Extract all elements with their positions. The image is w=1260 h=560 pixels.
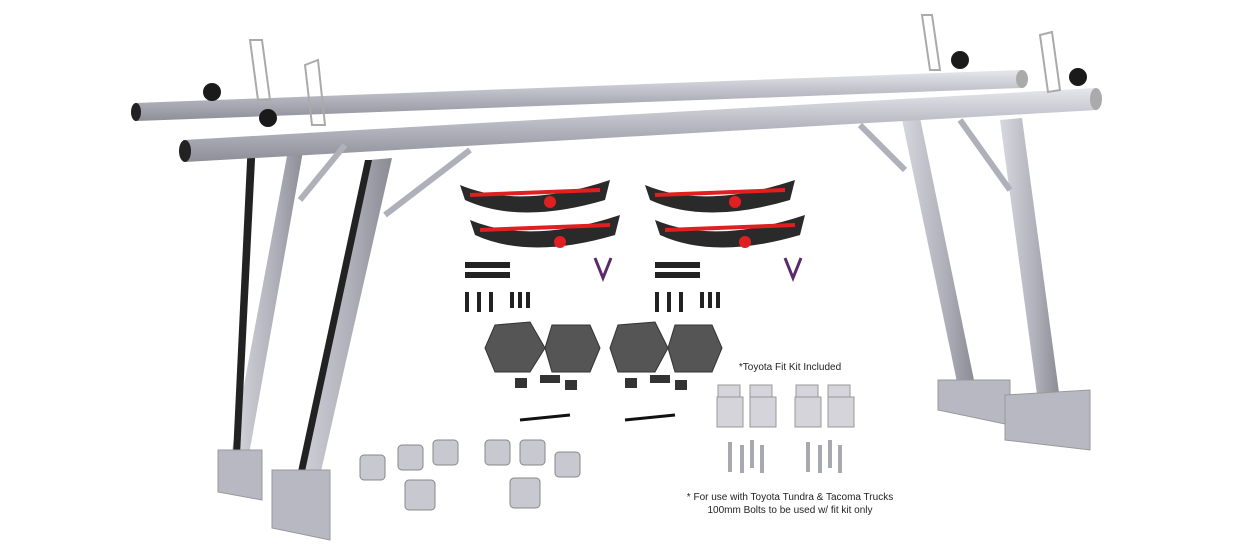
compatibility-note-line2: 100mm Bolts to be used w/ fit kit only [707, 505, 873, 516]
front-crossbar [179, 88, 1102, 162]
fit-kit-caption: *Toyota Fit Kit Included [738, 362, 842, 373]
fit-kit-blocks [716, 384, 855, 428]
clamps [359, 439, 581, 511]
knob-icons [203, 51, 1087, 127]
mounting-feet [217, 379, 1091, 541]
small-hardware [515, 375, 687, 422]
fit-kit-bolts [728, 440, 842, 473]
kayak-cradles [460, 180, 805, 248]
front-legs [288, 30, 1062, 520]
rear-crossbar [131, 70, 1028, 121]
hardware-bolts [465, 257, 803, 312]
rear-legs [230, 14, 975, 460]
compatibility-note-line1: * For use with Toyota Tundra & Tacoma Tr… [686, 492, 894, 503]
mounting-plates [484, 321, 723, 373]
